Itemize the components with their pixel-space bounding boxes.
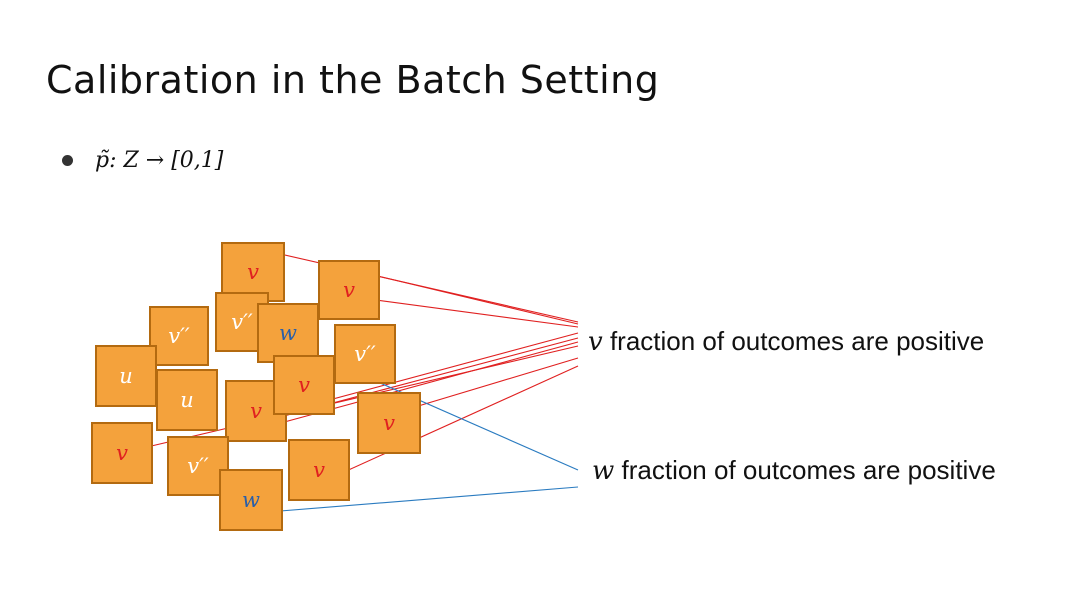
- box-shape: [156, 369, 218, 431]
- connector-lines: [129, 252, 579, 513]
- caption-v-var: v: [588, 327, 603, 357]
- box-shape: [167, 436, 229, 496]
- box-label: u: [119, 364, 133, 388]
- prediction-box: v′′: [167, 436, 229, 496]
- box-label: v: [247, 260, 259, 284]
- prediction-box: v: [357, 392, 421, 454]
- box-label: v′′: [231, 310, 253, 334]
- box-label: v′′: [168, 324, 190, 348]
- bullet-dot: [62, 155, 73, 166]
- box-label: v′′: [187, 454, 209, 478]
- prediction-box: v′′: [149, 306, 209, 366]
- prediction-box: v: [91, 422, 153, 484]
- box-shape: [334, 324, 396, 384]
- prediction-box: w: [257, 303, 319, 363]
- slide-title: Calibration in the Batch Setting: [46, 58, 660, 102]
- prediction-box: v: [318, 260, 380, 320]
- prediction-box: v: [273, 355, 335, 415]
- bullet-item: p̃: Z → [0,1]: [62, 148, 223, 173]
- bullet-formula: p̃: Z → [0,1]: [95, 148, 224, 173]
- v-connector-line: [394, 357, 579, 414]
- box-label: v′′: [354, 342, 376, 366]
- caption-v: v fraction of outcomes are positive: [588, 326, 984, 357]
- prediction-boxes: v v v′′ v′′ w v′′ u u v v v v v′′ v w: [91, 242, 421, 531]
- prediction-box: u: [95, 345, 157, 407]
- v-connector-line: [352, 296, 579, 328]
- box-label: v: [116, 441, 128, 465]
- box-label: v: [313, 458, 325, 482]
- box-shape: [257, 303, 319, 363]
- prediction-box: v: [288, 439, 350, 501]
- box-label: w: [242, 488, 260, 512]
- box-shape: [288, 439, 350, 501]
- caption-w: w fraction of outcomes are positive: [592, 455, 996, 486]
- box-label: v: [343, 278, 355, 302]
- box-shape: [91, 422, 153, 484]
- box-shape: [219, 469, 283, 531]
- box-label: v: [298, 373, 310, 397]
- box-shape: [357, 392, 421, 454]
- box-shape: [318, 260, 380, 320]
- box-shape: [273, 355, 335, 415]
- caption-w-text: fraction of outcomes are positive: [621, 455, 996, 485]
- caption-w-var: w: [592, 456, 615, 486]
- w-connector-line: [267, 486, 579, 513]
- box-label: u: [180, 388, 194, 412]
- prediction-box: u: [156, 369, 218, 431]
- box-shape: [149, 306, 209, 366]
- box-label: v: [250, 399, 262, 423]
- v-connector-line: [129, 345, 579, 452]
- v-connector-line: [321, 365, 579, 483]
- prediction-box: v′′: [334, 324, 396, 384]
- box-label: v: [383, 411, 395, 435]
- prediction-box: w: [219, 469, 283, 531]
- caption-v-text: fraction of outcomes are positive: [609, 326, 985, 356]
- box-label: w: [279, 321, 297, 345]
- box-shape: [95, 345, 157, 407]
